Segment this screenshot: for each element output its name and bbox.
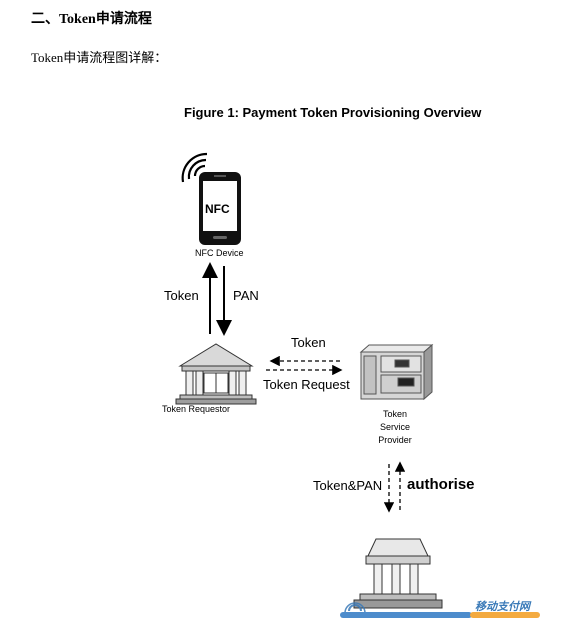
watermark-text: 移动支付网 bbox=[475, 601, 530, 613]
pan-label: PAN bbox=[233, 288, 259, 303]
nfc-phone-icon bbox=[199, 172, 241, 245]
token-requestor-label: Token Requestor bbox=[162, 404, 231, 414]
nfc-wave-icon bbox=[181, 152, 208, 183]
nfc-device-label: NFC Device bbox=[195, 248, 244, 258]
token-request-label: Token Request bbox=[263, 377, 350, 392]
token-up-label: Token bbox=[164, 288, 199, 303]
token-left-label: Token bbox=[291, 335, 326, 350]
issuer-bank-icon bbox=[353, 538, 443, 609]
section-heading: 二、Token申请流程 bbox=[31, 12, 152, 27]
token-pan-label: Token&PAN bbox=[313, 478, 383, 493]
intro-text: Token申请流程图详解： bbox=[31, 50, 168, 65]
figure-title: Figure 1: Payment Token Provisioning Ove… bbox=[184, 105, 482, 120]
nfc-screen-label: NFC bbox=[205, 202, 230, 216]
watermark-logo bbox=[340, 602, 540, 618]
bank-icon bbox=[175, 343, 257, 405]
tsp-label: Token Service Provider bbox=[378, 409, 412, 445]
server-icon bbox=[359, 343, 434, 401]
authorise-label: authorise bbox=[407, 476, 475, 493]
